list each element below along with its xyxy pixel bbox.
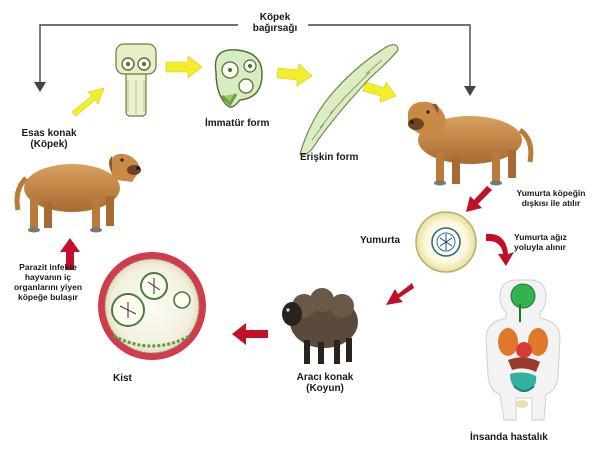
red-arrow-egg-to-sheep bbox=[386, 283, 414, 305]
red-arrow-cyst-to-dog bbox=[60, 238, 80, 270]
label-parazit-bulasma: Parazit infekte hayvanın iç organlarını … bbox=[13, 262, 83, 302]
label-kopek-bagirsagi: Köpek bağırsağı bbox=[252, 12, 298, 34]
label-esas-konak: Esas konak (Köpek) bbox=[21, 128, 77, 150]
hydatid-cyst-illustration bbox=[98, 252, 206, 360]
human-body-illustration bbox=[485, 279, 561, 421]
adult-worm-illustration bbox=[299, 44, 399, 156]
label-kist: Kist bbox=[113, 373, 132, 384]
bracket-arrowhead-left bbox=[34, 82, 46, 92]
egg-illustration bbox=[415, 211, 477, 273]
label-immatur-form: İmmatür form bbox=[205, 118, 270, 129]
intestine-bracket bbox=[39, 24, 471, 90]
label-yumurta-dishki: Yumurta köpeğin dışkısı ile atılır bbox=[516, 188, 586, 208]
red-arrow-dog-to-egg bbox=[466, 186, 492, 212]
sheep-illustration bbox=[282, 288, 358, 364]
yellow-arrow-3 bbox=[276, 63, 313, 87]
label-insanda-hastalik: İnsanda hastalık bbox=[470, 432, 548, 443]
dog-left-illustration bbox=[14, 153, 141, 233]
label-araci-konak: Aracı konak (Koyun) bbox=[296, 372, 354, 394]
yellow-arrow-2 bbox=[165, 55, 203, 79]
label-yumurta-agiz: Yumurta ağız yoluyla alınır bbox=[514, 232, 567, 252]
label-yumurta: Yumurta bbox=[360, 235, 401, 246]
immature-worm-illustration bbox=[214, 49, 263, 108]
yellow-arrow-4 bbox=[362, 81, 397, 103]
bracket-arrowhead-right bbox=[464, 86, 476, 96]
red-arrow-egg-to-human bbox=[486, 233, 514, 266]
dog-top-right-illustration bbox=[408, 101, 534, 186]
label-eriskin-form: Erişkin form bbox=[300, 152, 359, 163]
yellow-arrow-1 bbox=[71, 87, 105, 117]
red-arrow-sheep-to-cyst bbox=[232, 323, 268, 345]
scolex-illustration bbox=[115, 43, 157, 117]
